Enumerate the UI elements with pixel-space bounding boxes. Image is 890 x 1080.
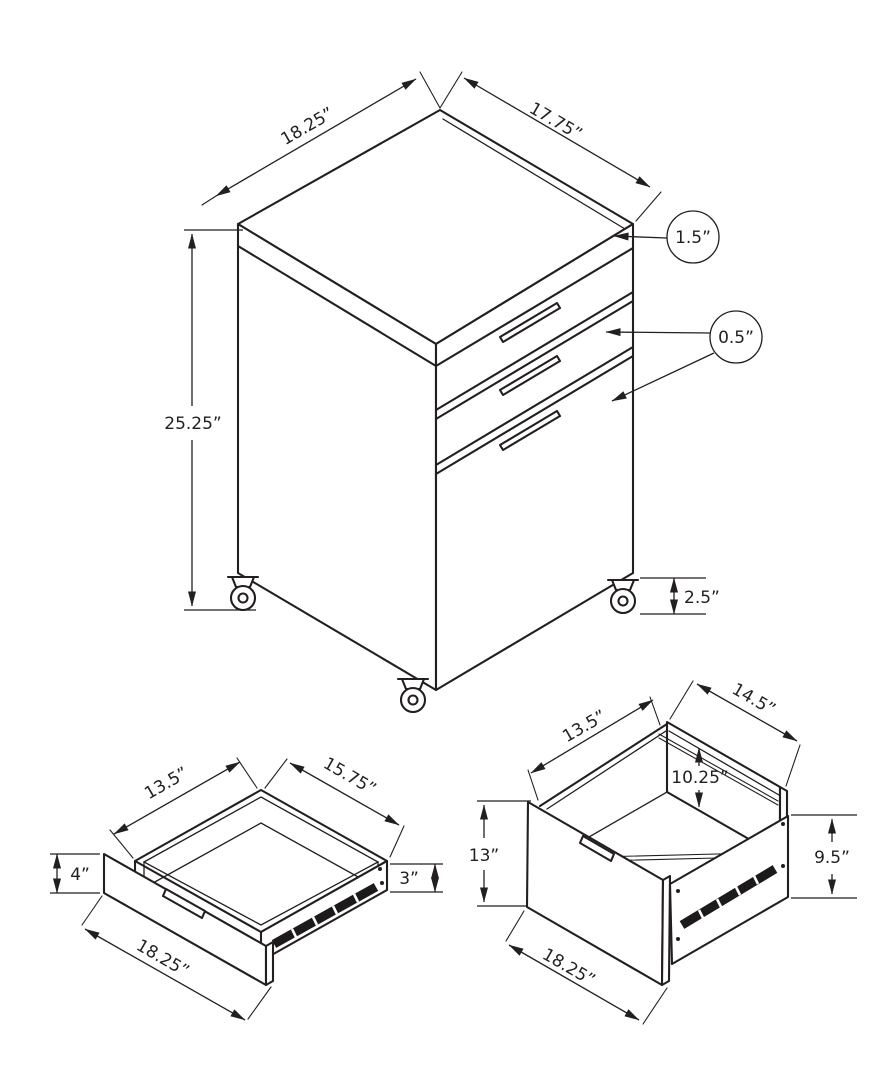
small-drawer-depth-label: 15.75”	[320, 754, 380, 800]
callout-circle	[709, 310, 763, 364]
small-drawer-front-height-dimension: 4”	[50, 853, 100, 894]
file-drawer-side-face	[668, 814, 790, 966]
drawer-handle-middle	[498, 354, 562, 397]
cabinet-height-dimension: 25.25”	[164, 229, 256, 611]
file-drawer-side-height-label: 9.5”	[814, 848, 850, 868]
file-drawer-handle	[578, 834, 616, 863]
screw-dot	[380, 881, 384, 885]
drawer-handle-bottom	[498, 409, 562, 452]
file-drawer-view: 13.5” 14.5” 10.25” 13” 9.	[469, 679, 857, 1025]
small-drawer-side-height-dimension: 3”	[390, 863, 443, 893]
small-drawer-side-height-label: 3”	[399, 869, 419, 889]
drawer-front-callout: 0.5”	[605, 310, 763, 402]
screw-dot	[378, 867, 382, 871]
small-drawer-view: 13.5” 15.75” 4” 3” 18.25”	[50, 754, 443, 1021]
caster-left	[226, 575, 260, 612]
file-drawer-depth-label: 14.5”	[728, 679, 778, 720]
small-drawer-front-height-label: 4”	[70, 865, 90, 885]
drawer-front-label: 0.5”	[718, 328, 754, 348]
top-thickness-label: 1.5”	[675, 228, 711, 248]
small-drawer-depth-dimension: 15.75”	[264, 754, 405, 858]
drawer-handle-top	[498, 301, 562, 344]
small-drawer-width-label: 13.5”	[141, 763, 191, 804]
drawer-slide-rail	[271, 883, 379, 948]
file-drawer-side-height-dimension: 9.5”	[791, 814, 857, 899]
file-drawer-back-wall-edge	[668, 730, 780, 796]
caster-front	[396, 677, 430, 714]
small-drawer-width-dimension: 13.5”	[109, 757, 258, 859]
screw-dot	[781, 864, 785, 868]
caster-right	[606, 578, 640, 615]
hanging-file-rail-back	[658, 733, 779, 806]
cabinet-top-band-left	[236, 244, 438, 368]
screw-dot	[676, 889, 680, 893]
file-drawer-slide-rail	[679, 865, 778, 929]
cabinet-top-band-right	[434, 246, 635, 368]
callout-circle	[666, 210, 720, 264]
cabinet-depth-label: 17.75”	[526, 99, 586, 145]
top-thickness-callout: 1.5”	[613, 210, 720, 264]
cabinet-height-label: 25.25”	[164, 414, 221, 434]
file-drawer-left-rim	[538, 722, 669, 808]
caster-height-label: 2.5”	[684, 588, 720, 608]
drawer-handle	[161, 887, 207, 920]
cabinet-drawer-face	[434, 222, 635, 692]
file-drawer-front-panel-edge	[660, 874, 672, 987]
file-drawer-inner-height-label: 10.25”	[671, 768, 728, 788]
file-drawer-front-height-label: 13”	[469, 846, 499, 866]
screw-dot	[676, 937, 680, 941]
file-drawer-inner-height-dimension: 10.25”	[671, 747, 729, 808]
drawer-divider-lines	[434, 290, 635, 476]
caster-height-dimension: 2.5”	[640, 577, 720, 615]
screw-dot	[781, 822, 785, 826]
drawer-front-panel-edge	[264, 940, 275, 987]
cabinet-isometric-view: 18.25” 17.75” 1.5” 0.5” 25.25”	[164, 71, 763, 714]
small-drawer-front-width-label: 18.25”	[133, 936, 193, 982]
file-drawer-front-height-dimension: 13”	[469, 800, 531, 907]
